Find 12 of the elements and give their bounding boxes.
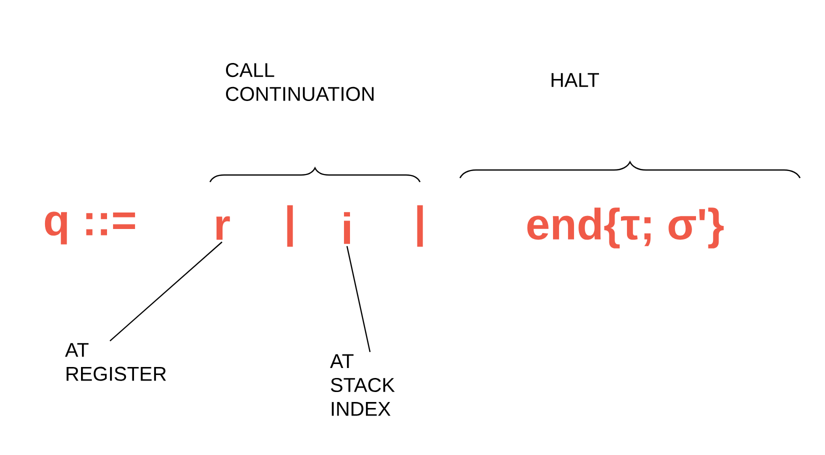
formula-symbol: | (417, 205, 423, 247)
leader-line (110, 242, 222, 342)
formula-symbol: end{τ; σ'} (527, 208, 724, 248)
formula-symbol: q ::= (44, 212, 136, 244)
formula-symbol: | (287, 205, 293, 247)
brace-label: HALT (552, 73, 599, 87)
formula-symbol: i (344, 212, 350, 244)
leader-line (346, 246, 371, 352)
annotation-text: AT REGISTER (65, 343, 166, 381)
brace-label: CALL CONTINUATION (226, 63, 374, 101)
formula-symbol: r (216, 216, 230, 240)
annotation-text: AT STACK INDEX (330, 354, 395, 416)
